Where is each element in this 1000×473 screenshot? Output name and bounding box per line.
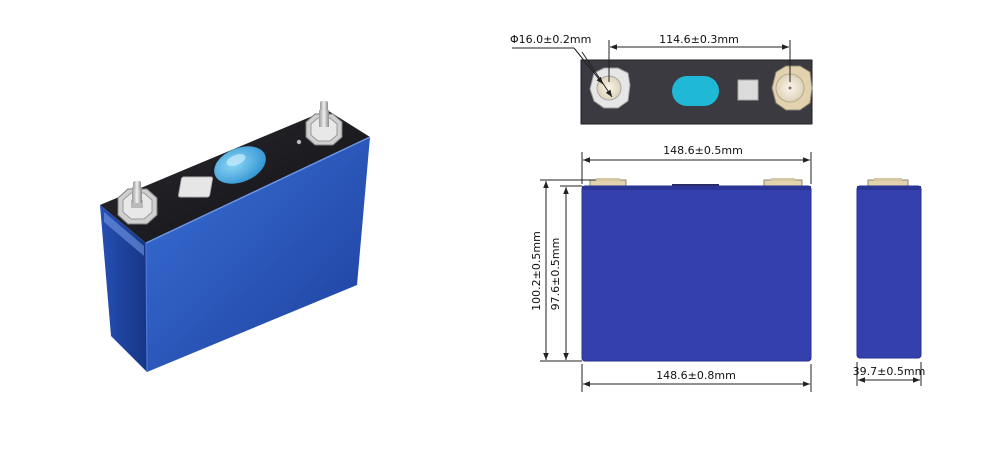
dimension-label-bottom-width: 148.6±0.8mm — [656, 369, 736, 382]
dimension-label-total-height: 100.2±0.5mm — [530, 231, 543, 311]
top-view-label — [737, 79, 759, 101]
terminal-bolt-left — [117, 181, 158, 225]
dimension-label-terminal-diameter: Φ16.0±0.2mm — [510, 33, 591, 46]
terminal-bolt-right — [305, 101, 343, 146]
dimension-label-top-width: 148.6±0.5mm — [663, 144, 743, 157]
top-view-terminal-left — [589, 67, 631, 109]
dimension-terminal-diameter: Φ16.0±0.2mm — [510, 33, 613, 98]
dimension-bottom-width: 148.6±0.8mm — [581, 364, 812, 392]
dimension-top-width: 148.6±0.5mm — [581, 144, 812, 184]
safety-vent — [214, 146, 266, 184]
dimension-label-thickness: 39.7±0.5mm — [853, 365, 926, 378]
qr-label — [178, 176, 213, 198]
top-view-terminal-right — [771, 65, 813, 111]
dimension-body-height: 97.6±0.5mm — [549, 185, 582, 360]
side-view-body — [856, 185, 922, 359]
battery-cell-photo — [100, 101, 371, 373]
dimension-total-height: 100.2±0.5mm — [530, 179, 596, 362]
top-view-vent — [672, 76, 719, 106]
dimension-label-body-height: 97.6±0.5mm — [549, 238, 562, 311]
dimension-label-terminal-spacing: 114.6±0.3mm — [659, 33, 739, 46]
front-view-body — [581, 185, 812, 362]
side-view-drawing: 39.7±0.5mm — [853, 178, 926, 386]
dimension-terminal-spacing: 114.6±0.3mm — [608, 33, 791, 82]
front-view-drawing: 148.6±0.5mm 148.6±0.8mm 100.2±0.5mm 97.6… — [530, 144, 812, 392]
top-view-drawing: Φ16.0±0.2mm 114.6±0.3mm — [510, 33, 813, 125]
dimension-thickness: 39.7±0.5mm — [853, 362, 926, 386]
cell-front-face — [146, 137, 370, 372]
